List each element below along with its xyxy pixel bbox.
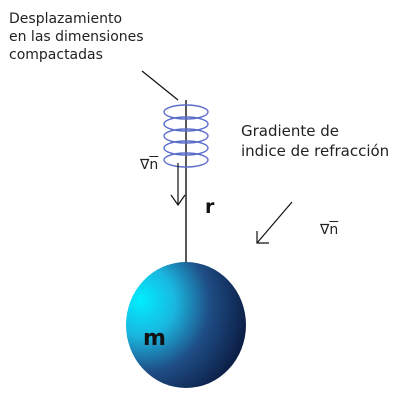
gradient-label-line-2: indice de refracción [241, 142, 390, 160]
nabla-n-left: ∇n [140, 157, 158, 173]
gradient-label-line-1: Gradiente de [241, 122, 340, 140]
nabla-symbol: ∇ [140, 157, 150, 173]
spring-coil [163, 104, 209, 168]
compact-label-line-1: Desplazamiento [9, 11, 123, 27]
nabla-symbol: ∇ [320, 222, 330, 238]
sphere-mass [126, 262, 246, 388]
compact-label-line-2: en las dimensiones [9, 29, 144, 45]
nabla-n-right: ∇n [320, 222, 338, 238]
compact-pointer-line [141, 70, 179, 101]
gradient-arrow-icon [256, 201, 293, 244]
n-symbol: n [149, 157, 159, 173]
gradient-label: Gradiente de indice de refracción [241, 121, 389, 161]
compact-label-line-3: compactadas [9, 47, 103, 63]
compact-displacement-label: Desplazamiento en las dimensiones compac… [9, 10, 144, 64]
down-arrow-icon [170, 163, 186, 207]
n-symbol: n [329, 222, 339, 238]
m-label: m [143, 326, 166, 351]
r-label: r [205, 196, 215, 218]
